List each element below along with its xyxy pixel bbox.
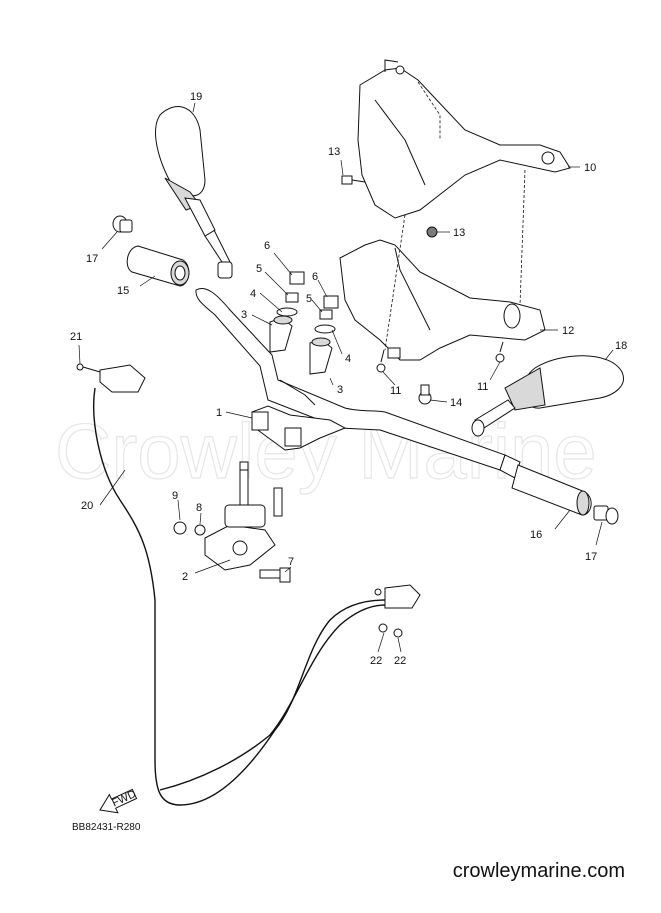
handle-cover-upper xyxy=(357,59,571,219)
label-15: 15 xyxy=(117,285,129,297)
nut-6-left xyxy=(289,271,305,285)
bolt-7 xyxy=(259,567,291,583)
label-5-right: 5 xyxy=(306,293,312,305)
label-6-left: 6 xyxy=(264,240,270,252)
handle-holder-lower xyxy=(204,504,276,571)
label-18: 18 xyxy=(615,340,627,352)
left-grip xyxy=(126,245,190,287)
label-4-left: 4 xyxy=(250,288,256,300)
screw-22-right xyxy=(393,628,403,638)
label-6-right: 6 xyxy=(312,271,318,283)
left-lever-switch xyxy=(76,363,146,393)
fwd-label: FWD xyxy=(110,788,138,809)
label-21: 21 xyxy=(70,331,82,343)
label-13-left: 13 xyxy=(328,146,340,158)
holder-bolt-right xyxy=(273,487,283,517)
holder-bolt-left xyxy=(239,461,249,506)
collar-3-right xyxy=(309,337,333,375)
bolt-14 xyxy=(418,384,432,405)
screw-13-right xyxy=(426,226,438,238)
nut-5-left xyxy=(285,292,299,303)
leader-lines xyxy=(78,102,614,653)
left-bar-end-weight xyxy=(112,215,133,233)
washer-8 xyxy=(194,524,206,536)
handle-holder-upper xyxy=(251,379,347,451)
label-3-right: 3 xyxy=(337,384,343,396)
label-9: 9 xyxy=(172,490,178,502)
label-19: 19 xyxy=(190,91,202,103)
fwd-arrow: FWD xyxy=(99,788,138,814)
nut-6-right xyxy=(323,295,339,309)
label-5-left: 5 xyxy=(256,263,262,275)
label-12: 12 xyxy=(562,325,574,337)
label-14: 14 xyxy=(450,397,462,409)
nut-9 xyxy=(173,521,187,535)
label-22-left: 22 xyxy=(370,655,382,667)
diagram-code: BB82431-R280 xyxy=(72,822,141,833)
screw-11-right xyxy=(495,341,505,363)
label-8: 8 xyxy=(196,502,202,514)
label-3-left: 3 xyxy=(241,309,247,321)
screw-11-left xyxy=(376,349,386,373)
label-7: 7 xyxy=(288,556,294,568)
label-2: 2 xyxy=(182,571,188,583)
label-16: 16 xyxy=(530,529,542,541)
cable-20 xyxy=(93,387,386,806)
washer-4-right xyxy=(314,324,336,334)
label-10: 10 xyxy=(584,162,596,174)
right-mirror xyxy=(471,355,624,437)
site-url[interactable]: crowleymarine.com xyxy=(452,860,625,882)
screw-13-left xyxy=(341,175,366,185)
label-22-right: 22 xyxy=(394,655,406,667)
label-13-right: 13 xyxy=(453,227,465,239)
right-lever-switch xyxy=(374,584,421,609)
right-bar-end-weight xyxy=(593,505,619,525)
label-1: 1 xyxy=(216,407,222,419)
label-17-left: 17 xyxy=(86,253,98,265)
collar-3-left xyxy=(269,315,293,353)
label-11-left: 11 xyxy=(390,385,401,397)
nut-5-right xyxy=(319,309,333,320)
label-11-right: 11 xyxy=(477,381,488,393)
left-mirror xyxy=(155,106,233,279)
washer-4-left xyxy=(276,307,298,317)
label-4-right: 4 xyxy=(345,353,351,365)
label-17-right: 17 xyxy=(585,551,597,563)
handle-cover-lower xyxy=(339,239,546,361)
cable-branch xyxy=(159,604,386,791)
right-grip xyxy=(511,464,592,516)
label-20: 20 xyxy=(81,500,93,512)
screw-22-left xyxy=(378,623,388,633)
